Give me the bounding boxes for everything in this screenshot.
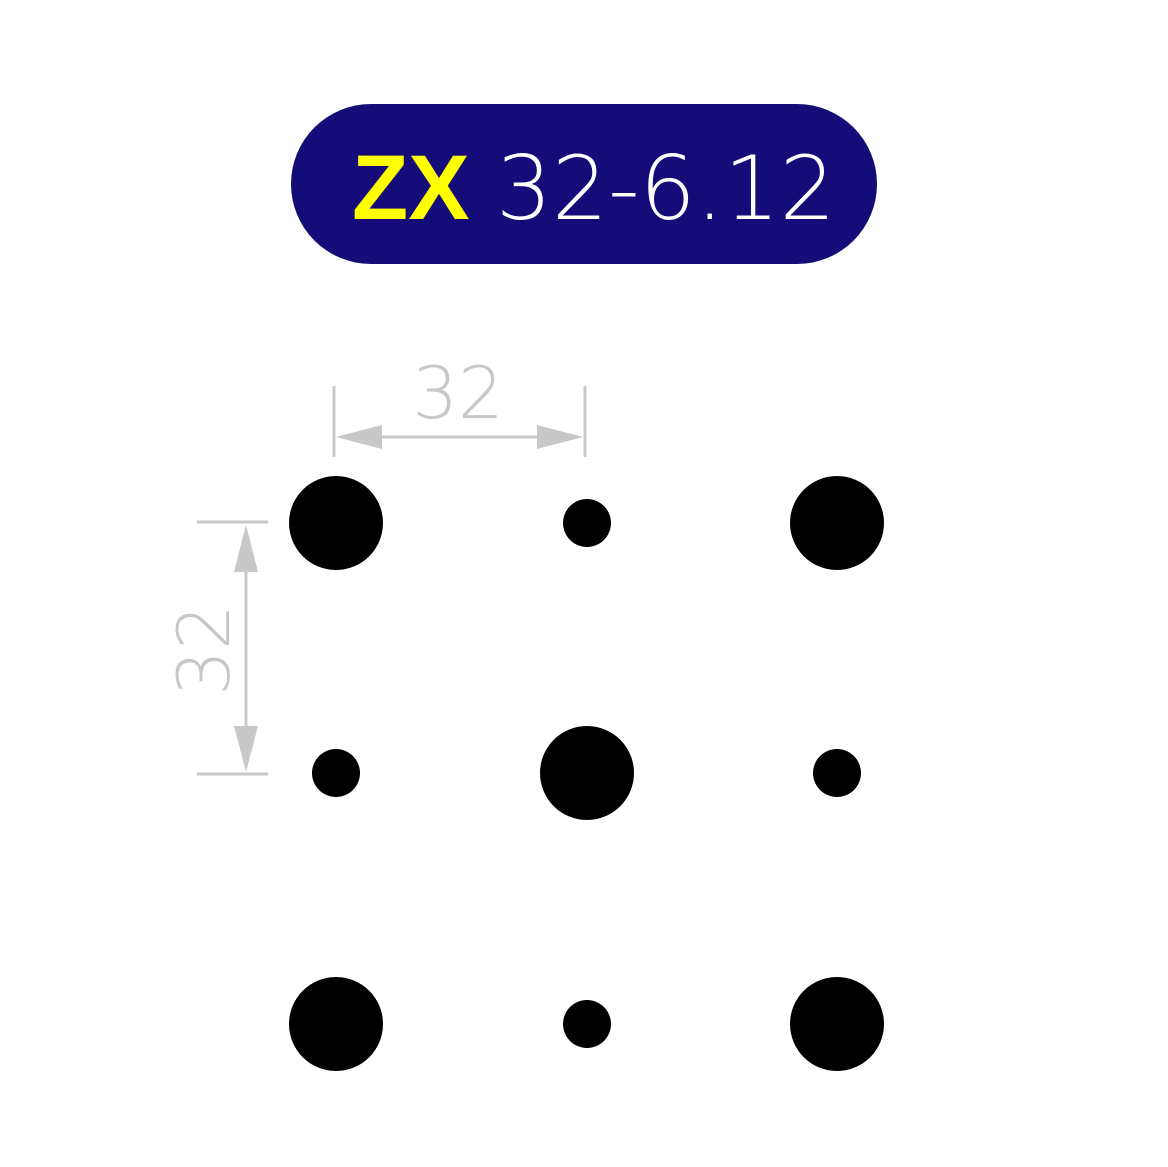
small-hole <box>312 749 360 797</box>
vertical-dimension <box>197 520 268 776</box>
vertical-dimension-label: 32 <box>162 604 246 696</box>
arrow-up-icon <box>234 525 258 572</box>
large-hole <box>289 476 383 570</box>
holes-grid <box>289 476 884 1071</box>
arrow-left-icon <box>336 425 382 449</box>
large-hole <box>289 977 383 1071</box>
arrow-right-icon <box>537 425 583 449</box>
large-hole <box>540 726 634 820</box>
small-hole <box>563 499 611 547</box>
large-hole <box>790 977 884 1071</box>
large-hole <box>790 476 884 570</box>
title-badge: ZX 32-6.12 <box>291 104 877 264</box>
small-hole <box>813 749 861 797</box>
horizontal-dimension-label: 32 <box>412 351 504 435</box>
badge-background <box>291 104 877 264</box>
horizontal-dimension <box>332 386 587 457</box>
small-hole <box>563 1000 611 1048</box>
brand-label: ZX <box>352 137 470 239</box>
model-code: 32-6.12 <box>496 137 836 240</box>
arrow-down-icon <box>234 726 258 772</box>
